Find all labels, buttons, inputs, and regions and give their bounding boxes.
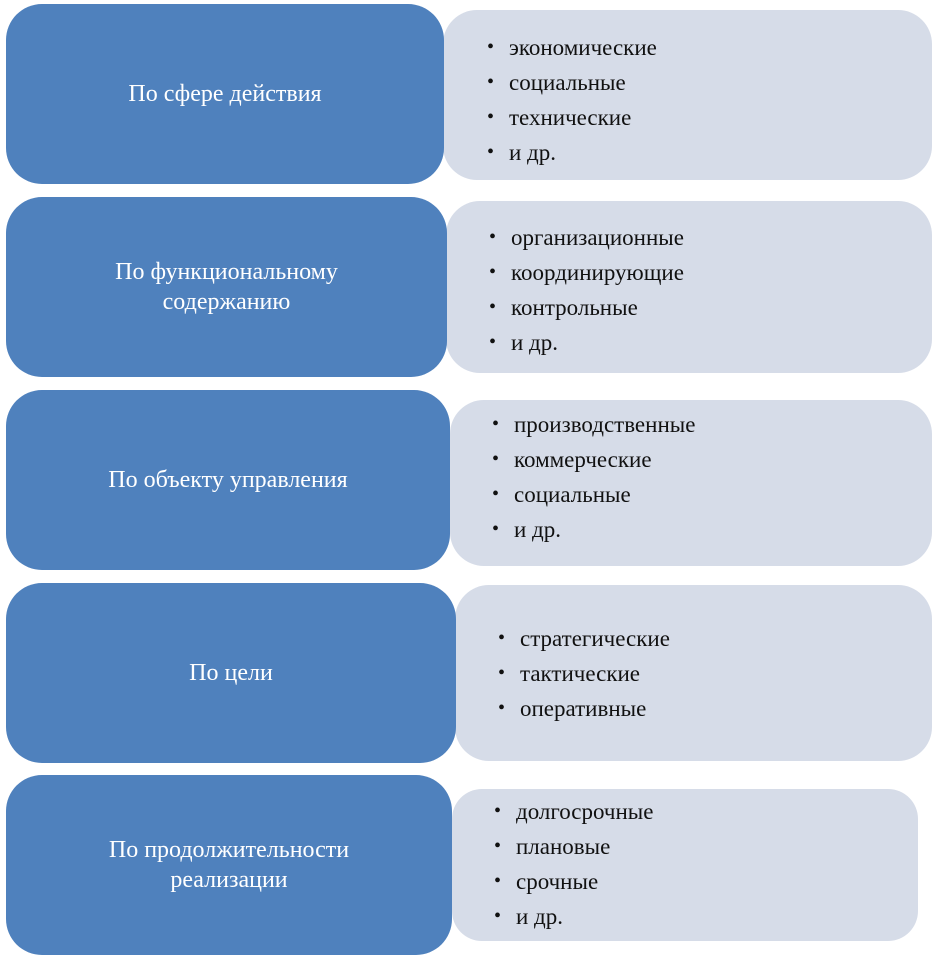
list-item: •экономические	[487, 30, 657, 65]
detail-box: •производственные •коммерческие •социаль…	[450, 400, 932, 566]
bullet-icon: •	[494, 835, 502, 857]
item-list: •экономические •социальные •технические …	[487, 30, 657, 170]
diagram-row: •долгосрочные •плановые •срочные •и др. …	[0, 775, 936, 955]
diagram-row: •экономические •социальные •технические …	[0, 4, 936, 186]
bullet-icon: •	[492, 483, 500, 505]
category-box: По функциональному содержанию	[6, 197, 447, 377]
item-list: •организационные •координирующие •контро…	[489, 220, 684, 360]
diagram-row: •организационные •координирующие •контро…	[0, 197, 936, 379]
bullet-icon: •	[494, 800, 502, 822]
item-list: •стратегические •тактические •оперативны…	[498, 621, 670, 726]
diagram-row: •стратегические •тактические •оперативны…	[0, 583, 936, 765]
bullet-icon: •	[489, 226, 497, 248]
detail-box: •стратегические •тактические •оперативны…	[455, 585, 932, 761]
list-item: •плановые	[494, 829, 653, 864]
list-item: •технические	[487, 100, 657, 135]
detail-box: •экономические •социальные •технические …	[443, 10, 932, 180]
detail-box: •долгосрочные •плановые •срочные •и др.	[452, 789, 918, 941]
list-item: •коммерческие	[492, 442, 695, 477]
bullet-icon: •	[494, 905, 502, 927]
list-item: •стратегические	[498, 621, 670, 656]
bullet-icon: •	[492, 518, 500, 540]
bullet-icon: •	[494, 870, 502, 892]
list-item: •тактические	[498, 656, 670, 691]
category-box: По сфере действия	[6, 4, 444, 184]
bullet-icon: •	[498, 627, 506, 649]
item-list: •долгосрочные •плановые •срочные •и др.	[494, 794, 653, 934]
diagram-row: •производственные •коммерческие •социаль…	[0, 390, 936, 572]
list-item: •долгосрочные	[494, 794, 653, 829]
category-box: По цели	[6, 583, 456, 763]
list-item: •социальные	[492, 477, 695, 512]
category-label: По объекту управления	[108, 467, 348, 493]
list-item: •контрольные	[489, 290, 684, 325]
list-item: •производственные	[492, 407, 695, 442]
bullet-icon: •	[498, 662, 506, 684]
list-item: •организационные	[489, 220, 684, 255]
category-box: По объекту управления	[6, 390, 450, 570]
bullet-icon: •	[487, 36, 495, 58]
bullet-icon: •	[487, 106, 495, 128]
category-label: По продолжительности реализации	[108, 837, 350, 893]
category-box: По продолжительности реализации	[6, 775, 452, 955]
list-item: •оперативные	[498, 691, 670, 726]
bullet-icon: •	[489, 331, 497, 353]
bullet-icon: •	[492, 413, 500, 435]
bullet-icon: •	[498, 697, 506, 719]
item-list: •производственные •коммерческие •социаль…	[492, 407, 695, 547]
list-item: •и др.	[492, 512, 695, 547]
bullet-icon: •	[492, 448, 500, 470]
category-label: По функциональному содержанию	[115, 259, 338, 315]
bullet-icon: •	[487, 71, 495, 93]
list-item: •и др.	[489, 325, 684, 360]
category-label: По цели	[189, 660, 273, 686]
bullet-icon: •	[489, 261, 497, 283]
list-item: •координирующие	[489, 255, 684, 290]
category-label: По сфере действия	[128, 81, 322, 107]
bullet-icon: •	[489, 296, 497, 318]
list-item: •и др.	[494, 899, 653, 934]
list-item: • и др.	[487, 135, 657, 170]
list-item: •срочные	[494, 864, 653, 899]
detail-box: •организационные •координирующие •контро…	[446, 201, 932, 373]
bullet-icon: •	[487, 141, 495, 163]
list-item: •социальные	[487, 65, 657, 100]
